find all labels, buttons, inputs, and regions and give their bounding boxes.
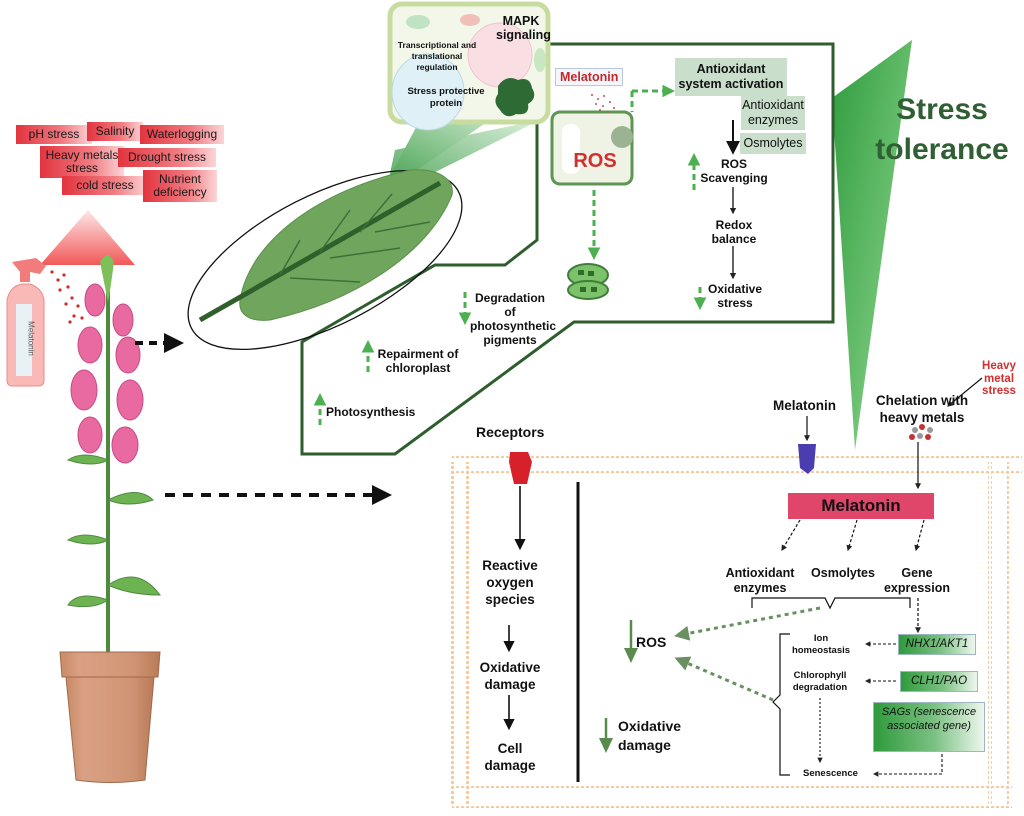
heavy-metal-particles xyxy=(909,424,933,440)
effect-antioxidant-enzymes: Antioxidant enzymes xyxy=(725,566,795,595)
repairment-label: Repairment of chloroplast xyxy=(377,347,459,375)
oxidative-damage-decrease-label: Oxidative damage xyxy=(618,718,682,753)
stress-tag-heavy-metals: Heavy metals stress xyxy=(40,146,124,178)
chlorophyll-degradation-label: Chlorophyll degradation xyxy=(792,670,848,693)
leaf-to-inset-beam xyxy=(380,120,545,195)
spray-droplets xyxy=(50,270,84,324)
oxidative-damage-label: Oxidative damage xyxy=(479,660,541,692)
ros-scavenging-label: ROS Scavenging xyxy=(700,157,768,185)
chloroplast-panel-outline xyxy=(300,42,835,456)
stress-tag-ph: pH stress xyxy=(16,125,92,144)
red-receptor-icon xyxy=(509,452,532,484)
spray-bottle-icon xyxy=(6,258,46,387)
chloroplast-icon xyxy=(567,263,609,300)
effect-gene-expression: Gene expression xyxy=(883,566,950,595)
senescence-label: Senescence xyxy=(803,768,858,779)
stress-protein-icon xyxy=(495,78,535,117)
chelation-label: Chelation with heavy metals xyxy=(875,393,969,425)
mapk-signaling-label: MAPK signaling xyxy=(496,14,551,42)
ros-decrease-label: ROS xyxy=(636,634,667,650)
effect-osmolytes: Osmolytes xyxy=(811,566,875,580)
plant-icon xyxy=(66,255,161,655)
melatonin-tag: Melatonin xyxy=(555,68,624,86)
melatonin-top-label: Melatonin xyxy=(773,398,836,413)
spray-bottle-label: Melatonin xyxy=(26,321,36,356)
gene-sags: SAGs (senescence associated gene) xyxy=(873,702,985,752)
effects-brace xyxy=(751,597,911,610)
photosynthesis-label: Photosynthesis xyxy=(326,405,416,419)
redox-balance-label: Redox balance xyxy=(711,218,757,246)
stress-beam xyxy=(40,210,135,265)
gene-nhx1-akt1: NHX1/AKT1 xyxy=(898,634,976,655)
ros-cell-label: ROS xyxy=(573,150,617,172)
stress-tolerance-title: Stress tolerance xyxy=(862,90,1022,170)
stress-tag-salinity: Salinity xyxy=(87,122,143,141)
gene-clh1-pao: CLH1/PAO xyxy=(900,671,978,692)
stress-protein-label: Stress protective protein xyxy=(407,86,485,109)
degradation-label: Degradation of photosynthetic pigments xyxy=(470,291,556,347)
stress-tolerance-line1: Stress xyxy=(896,93,988,126)
stress-tag-waterlogging: Waterlogging xyxy=(140,125,224,144)
melatonin-box: Melatonin xyxy=(788,493,934,519)
blue-receptor-icon xyxy=(798,444,816,474)
stress-tag-cold: cold stress xyxy=(62,176,148,195)
melatonin-particles xyxy=(591,94,615,113)
osmolytes-box: Osmolytes xyxy=(740,133,806,154)
receptors-label: Receptors xyxy=(476,424,545,440)
antioxidant-enzymes-box: Antioxidant enzymes xyxy=(741,96,805,130)
stress-tolerance-line2: tolerance xyxy=(875,133,1009,166)
leaf-highlight-ellipse xyxy=(187,169,463,351)
heavy-metal-stress-label: Heavy metal stress xyxy=(982,360,1016,397)
transcription-label: Transcriptional and translational regula… xyxy=(397,40,477,72)
ros-species-label: Reactive oxygen species xyxy=(482,558,538,607)
ion-homeostasis-label: Ion homeostasis xyxy=(791,633,851,656)
stress-tolerance-beam xyxy=(832,40,912,450)
flower-pot-icon xyxy=(59,651,161,783)
processes-bracket xyxy=(772,633,790,776)
antioxidant-activation-box: Antioxidant system activation xyxy=(675,58,787,96)
cell-membrane xyxy=(451,454,1022,808)
stress-tag-drought: Drought stress xyxy=(118,148,216,167)
stress-tag-nutrient: Nutrient deficiency xyxy=(143,170,217,202)
oxidative-stress-label: Oxidative stress xyxy=(707,282,763,310)
cell-damage-label: Cell damage xyxy=(484,741,536,773)
